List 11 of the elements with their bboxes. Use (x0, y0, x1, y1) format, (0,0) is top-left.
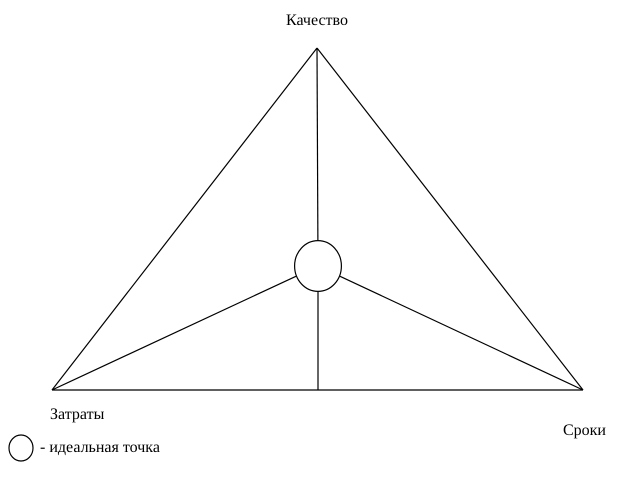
line (52, 276, 296, 391)
vertex-label: Сроки (562, 422, 606, 440)
line (52, 389, 583, 391)
line (52, 48, 318, 390)
line (317, 292, 319, 390)
vertex-label: Качество (286, 12, 348, 30)
vertex-label: Затраты (50, 406, 104, 424)
line (316, 48, 584, 390)
legend-text: - идеальная точка (40, 439, 160, 457)
line (340, 276, 584, 391)
line (316, 48, 318, 240)
